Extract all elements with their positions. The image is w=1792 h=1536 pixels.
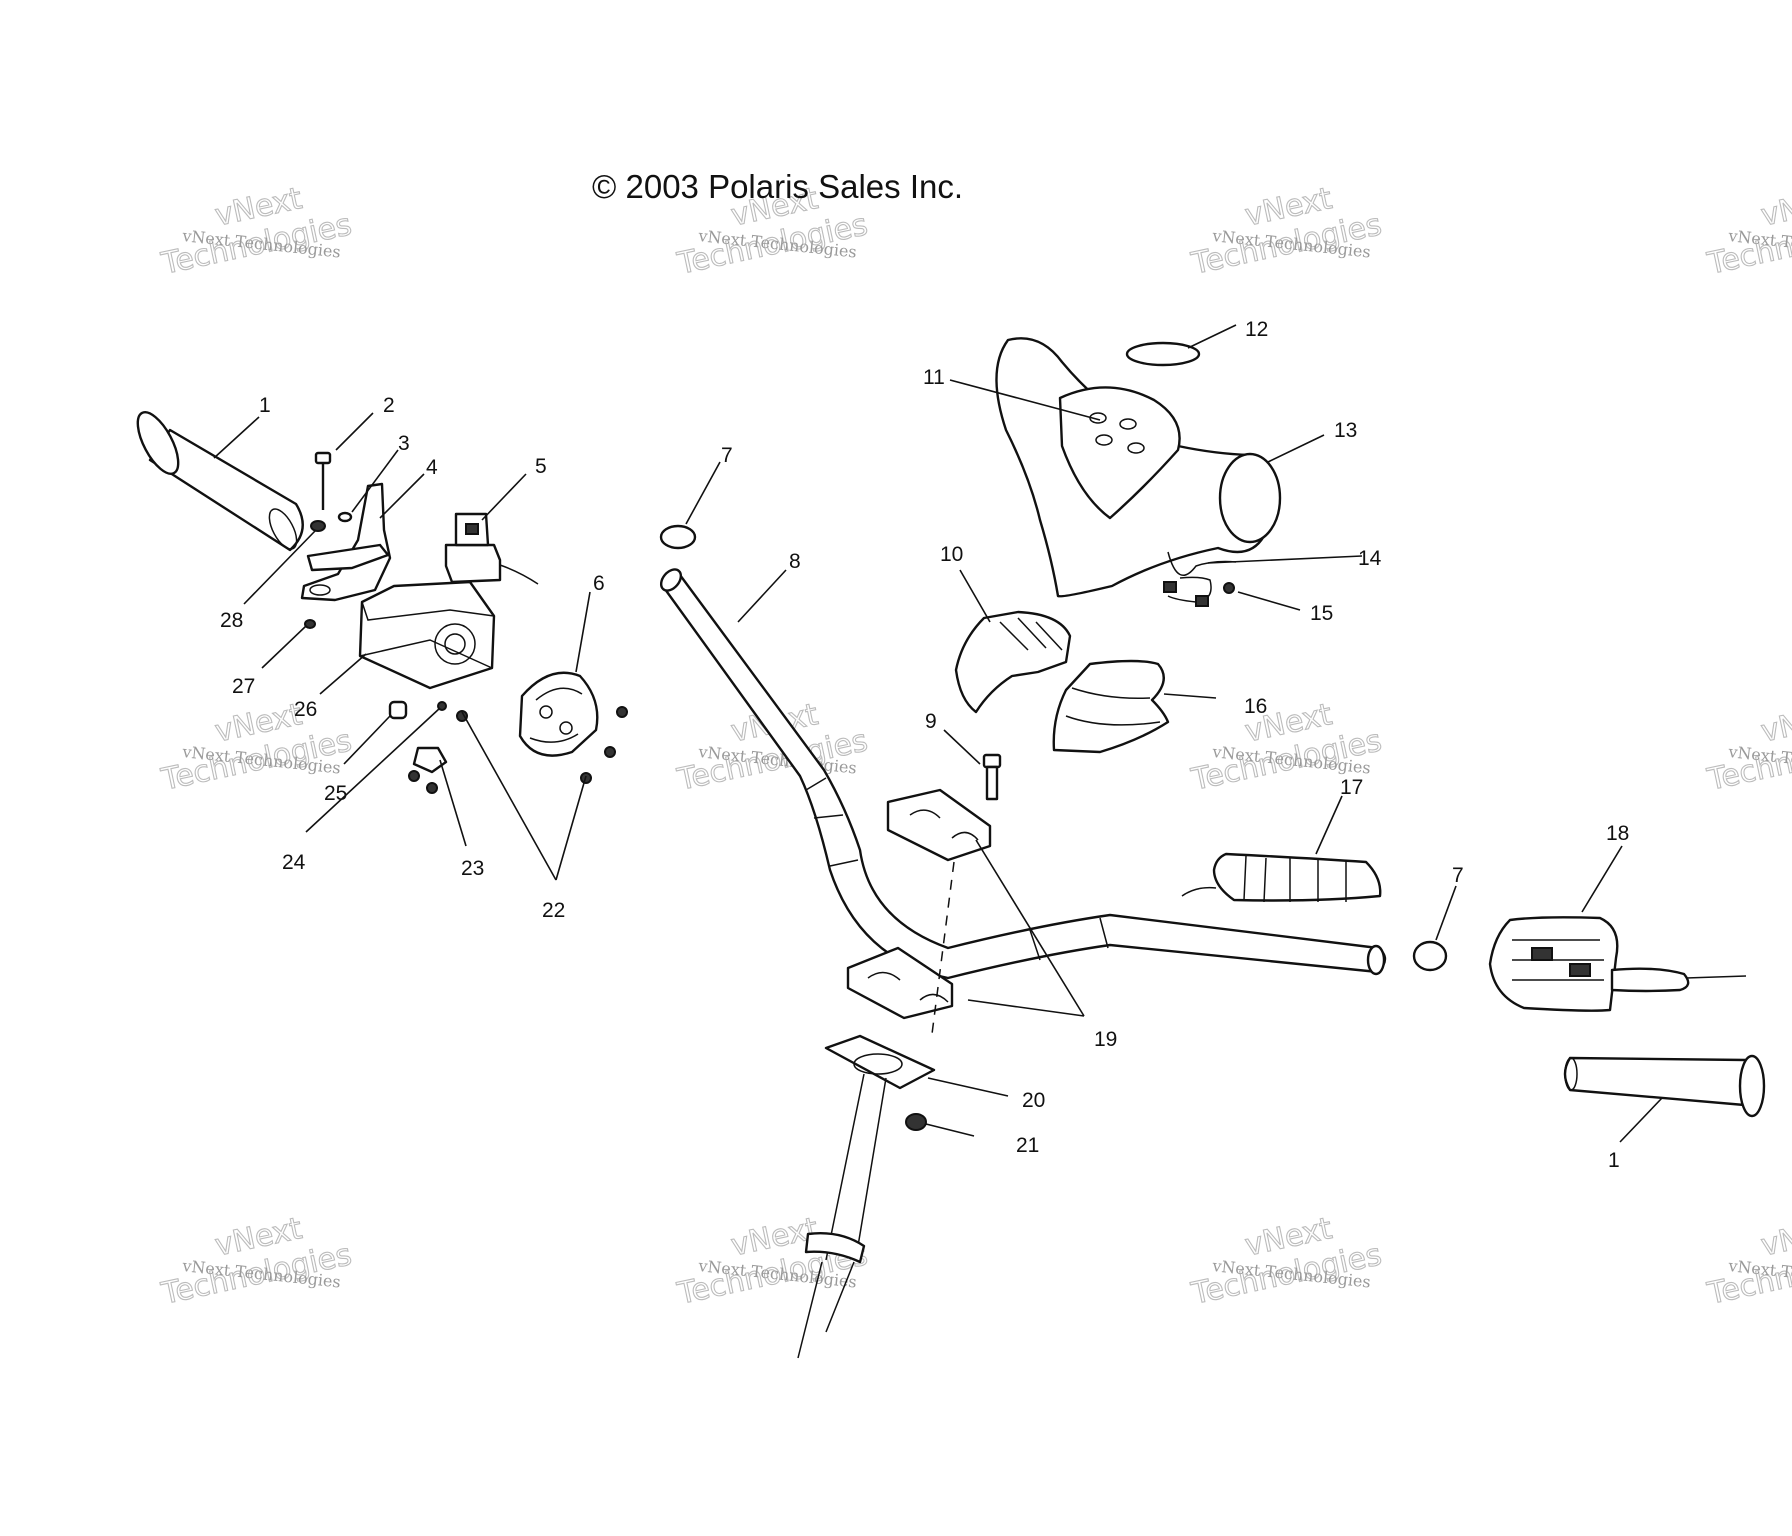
callout-27: 27 bbox=[232, 675, 255, 698]
callout-23: 23 bbox=[461, 857, 484, 880]
callout-7: 7 bbox=[721, 444, 733, 467]
callout-12: 12 bbox=[1245, 318, 1268, 341]
part-20-riser-plate bbox=[824, 1034, 936, 1090]
svg-text:vNext: vNext bbox=[1758, 1211, 1792, 1264]
steering-post bbox=[797, 861, 955, 1359]
part-26-throttle-housing bbox=[358, 580, 496, 690]
part-4-throttle-lever bbox=[300, 482, 392, 602]
leader-lines bbox=[213, 324, 1663, 1143]
part-25-plug bbox=[388, 700, 408, 720]
callout-3: 3 bbox=[398, 432, 410, 455]
callout-19: 19 bbox=[1094, 1028, 1117, 1051]
part-2-screw bbox=[314, 451, 332, 510]
callout-14: 14 bbox=[1358, 547, 1382, 570]
callout-25: 25 bbox=[324, 782, 347, 805]
callout-26: 26 bbox=[294, 698, 317, 721]
callout-5: 5 bbox=[535, 455, 547, 478]
watermark: vNext Technologies bbox=[1187, 181, 1385, 283]
part-1-right-grip bbox=[1563, 1054, 1766, 1118]
part-18-brake-master-cylinder bbox=[1488, 916, 1747, 1012]
callout-9: 9 bbox=[925, 710, 937, 733]
callout-18: 18 bbox=[1606, 822, 1629, 845]
part-3-washer bbox=[337, 511, 353, 523]
watermark: vNext Technologies bbox=[157, 181, 355, 283]
callout-4: 4 bbox=[426, 456, 438, 479]
watermark-grid: vNext Technologies vNext Technologies vN… bbox=[157, 181, 1792, 1313]
callout-6: 6 bbox=[593, 572, 605, 595]
callout-8: 8 bbox=[789, 550, 801, 573]
part-9-bolt bbox=[982, 753, 1002, 801]
part-12-emblem bbox=[1125, 341, 1201, 367]
svg-text:vNext: vNext bbox=[1758, 697, 1792, 750]
watermark: vNext Technologies bbox=[1187, 1211, 1385, 1313]
part-8-handlebar bbox=[659, 568, 1387, 980]
part-21-nut bbox=[905, 1113, 927, 1131]
callout-24: 24 bbox=[282, 851, 306, 874]
callout-22: 22 bbox=[542, 899, 565, 922]
callout-7-right: 7 bbox=[1452, 864, 1464, 887]
part-7-bar-end-plug bbox=[659, 524, 1448, 972]
callout-16: 16 bbox=[1244, 695, 1267, 718]
part-17-heated-grip bbox=[1181, 852, 1382, 903]
callout-20: 20 bbox=[1022, 1089, 1045, 1112]
part-10-pad-cover bbox=[954, 610, 1072, 714]
callout-17: 17 bbox=[1340, 776, 1363, 799]
part-27-nut bbox=[304, 619, 316, 629]
watermark: vNext Technologies bbox=[157, 1211, 355, 1313]
part-15-screw bbox=[1223, 582, 1235, 594]
callout-labels: 1 2 3 4 5 6 7 8 9 10 11 12 13 14 15 16 1… bbox=[220, 318, 1629, 1172]
part-22-screws bbox=[456, 706, 628, 784]
part-23-cover-plate bbox=[408, 746, 448, 794]
callout-1-right: 1 bbox=[1608, 1149, 1620, 1172]
callout-2: 2 bbox=[383, 394, 395, 417]
callout-10: 10 bbox=[940, 543, 963, 566]
part-28-washer bbox=[310, 520, 326, 532]
callout-15: 15 bbox=[1310, 602, 1333, 625]
callout-21: 21 bbox=[1016, 1134, 1039, 1157]
callout-1: 1 bbox=[259, 394, 271, 417]
part-5-switch bbox=[444, 512, 539, 585]
part-13-handlebar-cover bbox=[995, 337, 1282, 598]
copyright-text: © 2003 Polaris Sales Inc. bbox=[592, 168, 963, 205]
part-16-pad-cover bbox=[1052, 659, 1170, 754]
svg-text:vNext: vNext bbox=[1758, 181, 1792, 234]
callout-28: 28 bbox=[220, 609, 243, 632]
part-19-bar-clamp bbox=[846, 788, 992, 1020]
callout-11: 11 bbox=[923, 366, 945, 389]
part-6-housing-cover bbox=[518, 671, 599, 757]
part-1-left-grip bbox=[136, 411, 304, 552]
callout-13: 13 bbox=[1334, 419, 1357, 442]
